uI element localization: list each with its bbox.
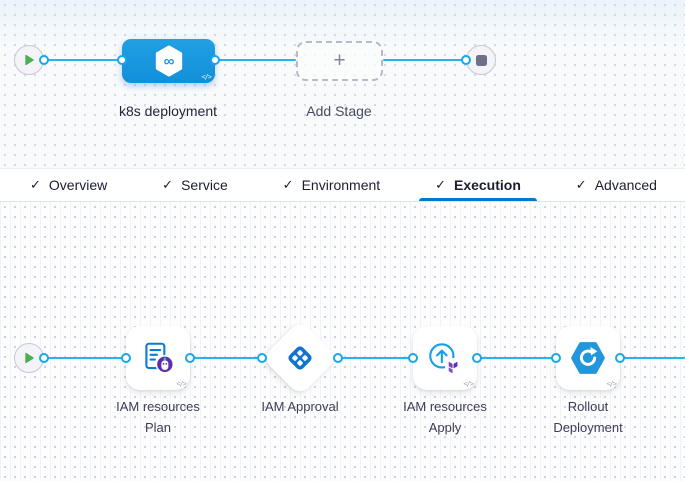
connector-port[interactable]	[121, 353, 131, 363]
connector-port[interactable]	[408, 353, 418, 363]
connector-port[interactable]	[39, 353, 49, 363]
step-node-iam-resources-plan[interactable]: </>	[126, 326, 190, 390]
check-icon: ✓	[30, 177, 41, 192]
connector-port[interactable]	[257, 353, 267, 363]
stage-node-k8s-deployment[interactable]: ∞ </>	[122, 39, 215, 83]
svg-text:∞: ∞	[163, 53, 174, 70]
step-label: Rollout Deployment	[553, 399, 623, 435]
execution-canvas: </>	[0, 202, 685, 481]
tab-label: Overview	[48, 177, 108, 193]
harness-deploy-hexagon-infinity-icon: ∞	[155, 45, 182, 77]
edge	[190, 357, 262, 359]
connector-port[interactable]	[117, 55, 127, 65]
edge	[215, 59, 296, 61]
step-label: IAM Approval	[261, 399, 339, 414]
tab-label: Environment	[301, 177, 381, 193]
connector-port[interactable]	[615, 353, 625, 363]
tab-overview[interactable]: ✓ Overview	[30, 169, 107, 201]
add-stage-label: Add Stage	[306, 103, 372, 119]
edge	[620, 357, 685, 359]
connector-port[interactable]	[39, 55, 49, 65]
edge	[44, 59, 122, 61]
check-icon: ✓	[575, 177, 587, 192]
step-label: IAM resources Plan	[116, 399, 200, 435]
code-badge-icon: </>	[463, 380, 474, 388]
step-node-rollout-deployment[interactable]: </>	[556, 326, 620, 390]
pipeline-end-node	[466, 45, 496, 75]
connector-port[interactable]	[551, 353, 561, 363]
connector-port[interactable]	[333, 353, 343, 363]
tab-service[interactable]: ✓ Service	[162, 169, 228, 201]
play-icon	[25, 54, 34, 66]
connector-port[interactable]	[210, 55, 220, 65]
add-stage-button[interactable]: +	[296, 41, 383, 81]
check-icon: ✓	[282, 177, 294, 192]
tab-label: Service	[181, 177, 228, 193]
tab-advanced[interactable]: ✓ Advanced	[576, 169, 657, 201]
connector-port[interactable]	[461, 55, 471, 65]
approval-diamond-icon	[288, 346, 312, 370]
rollout-deployment-icon	[571, 342, 605, 374]
step-node-iam-approval[interactable]	[261, 319, 339, 397]
stage-canvas: ∞ </> + k8s deployment Add Stage	[0, 0, 685, 168]
tab-environment[interactable]: ✓ Environment	[283, 169, 381, 201]
edge	[477, 357, 555, 359]
plus-icon: +	[333, 49, 346, 72]
code-badge-icon: </>	[606, 380, 617, 388]
step-label: IAM resources Apply	[403, 399, 487, 435]
stop-icon	[475, 54, 487, 66]
stage-label: k8s deployment	[118, 103, 218, 119]
terraform-apply-icon	[429, 343, 462, 375]
terraform-plan-document-icon	[145, 342, 175, 374]
code-badge-icon: </>	[176, 380, 187, 388]
tab-label: Advanced	[594, 177, 657, 193]
step-node-iam-resources-apply[interactable]: </>	[413, 326, 477, 390]
edge	[44, 357, 126, 359]
code-badge-icon: </>	[201, 73, 212, 81]
tab-label: Execution	[453, 177, 521, 193]
check-icon: ✓	[435, 177, 446, 192]
connector-port[interactable]	[472, 353, 482, 363]
play-icon	[25, 352, 34, 364]
connector-port[interactable]	[185, 353, 195, 363]
edge	[338, 357, 412, 359]
check-icon: ✓	[162, 177, 174, 192]
edge	[383, 59, 466, 61]
stage-config-tabbar: ✓ Overview ✓ Service ✓ Environment ✓ Exe…	[0, 168, 685, 202]
tab-execution[interactable]: ✓ Execution	[419, 169, 537, 201]
